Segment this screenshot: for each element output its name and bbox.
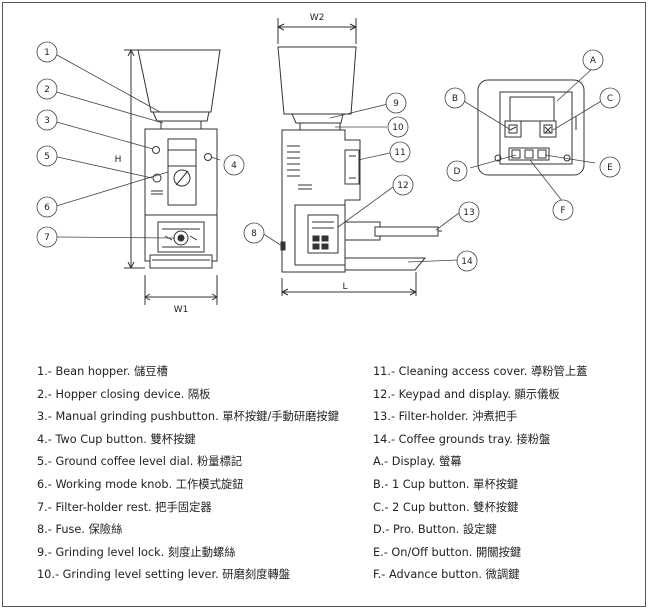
legend-left: 1.- Bean hopper. 儲豆槽 2.- Hopper closing …: [37, 361, 339, 587]
legend-item: 12.- Keypad and display. 顯示儀板: [373, 387, 560, 401]
legend-item: 2.- Hopper closing device. 隔板: [37, 387, 211, 401]
legend-item: 14.- Coffee grounds tray. 接粉盤: [373, 432, 551, 446]
callout-b: B: [452, 94, 458, 104]
callout-a: A: [590, 56, 597, 66]
callout-e: E: [607, 163, 613, 173]
panel-detail: [477, 79, 585, 176]
callout-1: 1: [44, 48, 50, 58]
callout-f: F: [560, 206, 565, 216]
callout-6: 6: [44, 203, 50, 213]
callout-14: 14: [461, 257, 473, 267]
callout-13: 13: [463, 208, 474, 218]
legend-item: 6.- Working mode knob. 工作模式旋鈕: [37, 477, 244, 491]
legend-item: 3.- Manual grinding pushbutton. 單杯按鍵/手動研…: [37, 410, 340, 424]
legend-item: 13.- Filter-holder. 沖煮把手: [373, 410, 518, 424]
legend-item: A.- Display. 螢幕: [373, 455, 462, 469]
dim-h-label: H: [115, 155, 122, 165]
callout-d: D: [454, 167, 461, 177]
callout-11: 11: [394, 148, 405, 158]
callouts: [36, 41, 621, 272]
legend-item: 8.- Fuse. 保險絲: [37, 523, 123, 537]
callout-7: 7: [44, 233, 50, 243]
legend-item: 1.- Bean hopper. 儲豆槽: [37, 365, 168, 378]
dim-w1-label: W1: [174, 305, 189, 315]
legend-item: C.- 2 Cup button. 雙杯按鍵: [373, 500, 519, 514]
callout-8: 8: [251, 229, 257, 239]
legend-item: B.- 1 Cup button. 單杯按鍵: [373, 477, 519, 491]
dim-w2-label: W2: [310, 13, 325, 23]
legend-item: 5.- Ground coffee level dial. 粉量標記: [37, 455, 243, 469]
legend-item: E.- On/Off button. 開關按鍵: [373, 545, 522, 559]
legend-item: 10.- Grinding level setting lever. 研磨刻度轉…: [37, 568, 291, 582]
legend-item: F.- Advance button. 微調鍵: [373, 568, 520, 582]
callout-2: 2: [44, 85, 50, 95]
dim-l-label: L: [342, 282, 347, 292]
callout-3: 3: [44, 116, 50, 126]
callout-9: 9: [393, 99, 399, 109]
callout-10: 10: [392, 123, 404, 133]
callout-c: C: [607, 94, 613, 104]
callout-5: 5: [44, 152, 50, 162]
callout-12: 12: [397, 181, 408, 191]
legend-item: 11.- Cleaning access cover. 導粉管上蓋: [373, 365, 588, 378]
legend-item: 9.- Grinding level lock. 刻度止動螺絲: [37, 545, 236, 559]
legend-right: 11.- Cleaning access cover. 導粉管上蓋 12.- K…: [373, 361, 587, 587]
legend-item: 7.- Filter-holder rest. 把手固定器: [37, 500, 212, 514]
side-view: [277, 18, 442, 296]
front-view: [124, 49, 221, 305]
callout-4: 4: [231, 161, 237, 171]
legend-item: 4.- Two Cup button. 雙杯按鍵: [37, 432, 196, 446]
legend-item: D.- Pro. Button. 設定鍵: [373, 523, 497, 537]
